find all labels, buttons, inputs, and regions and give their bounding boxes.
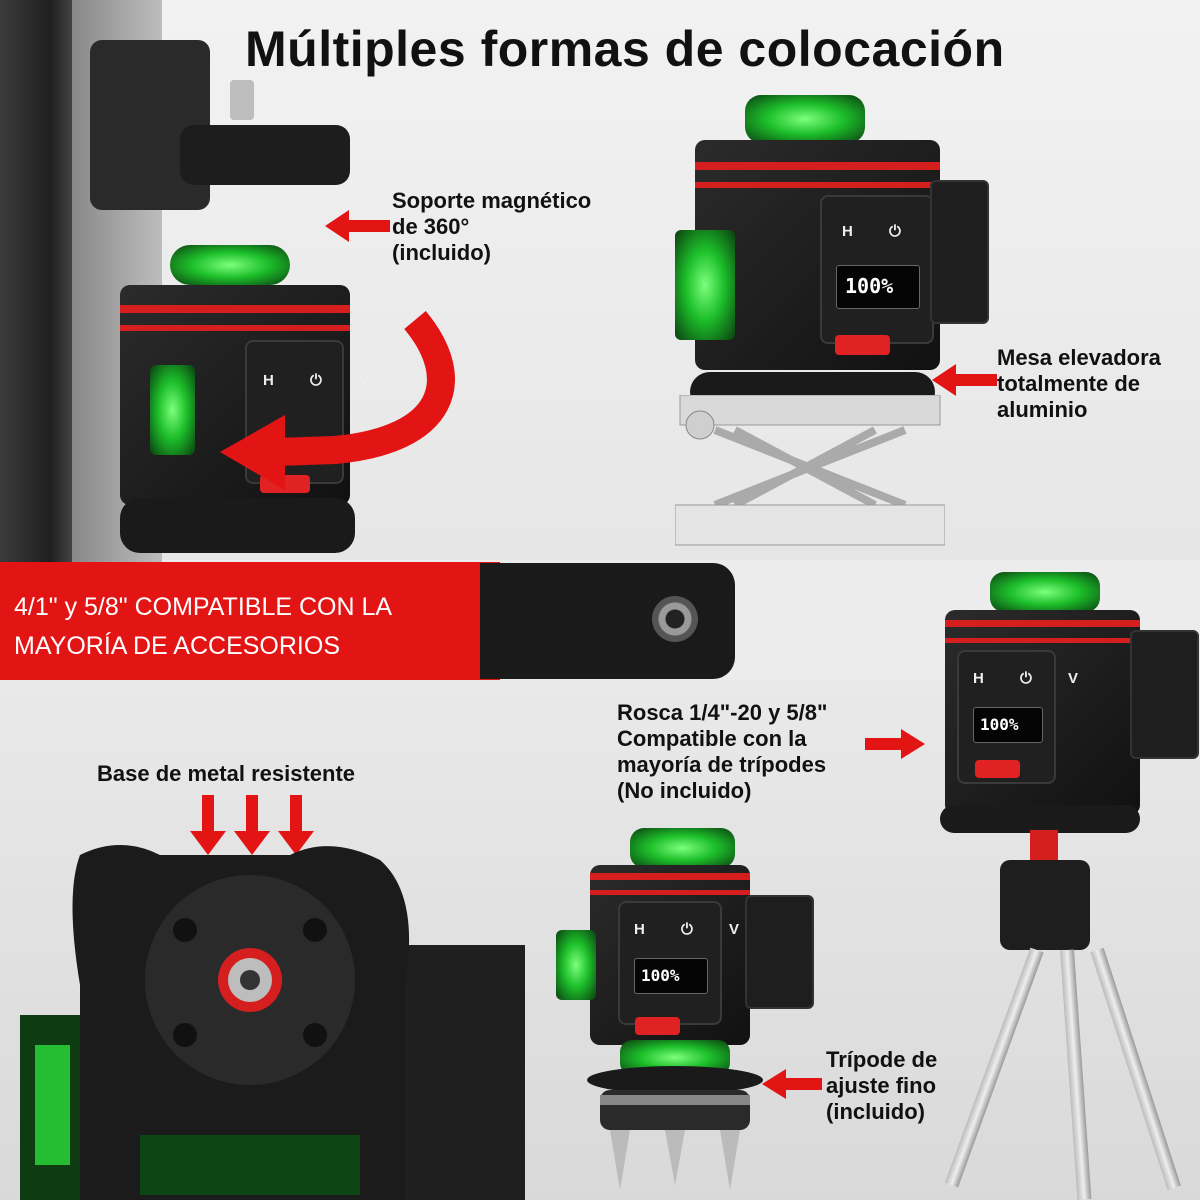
laser-level-center: H ⏻ V 100% — [590, 865, 750, 1045]
banner-text: 4/1" y 5/8" COMPATIBLE CON LA MAYORÍA DE… — [14, 593, 393, 660]
laser-level-tripod: H ⏻ V 100% — [945, 610, 1140, 815]
magnetic-bracket — [90, 40, 350, 220]
laser-window-top-lift — [745, 95, 865, 143]
base-plate-tripod — [940, 805, 1140, 833]
metal-base-closeup — [20, 845, 525, 1200]
page-title: Múltiples formas de colocación — [245, 21, 1005, 77]
callout-tripod: Trípode de ajuste fino (incluido) — [826, 1047, 938, 1124]
callout-base: Base de metal resistente — [97, 761, 356, 786]
metal-wall-post — [0, 0, 72, 562]
arrow-left-icon — [325, 210, 390, 242]
callout-magnetic: Soporte magnético de 360° (incluido) — [392, 188, 592, 265]
laser-window-top-wall — [170, 245, 290, 285]
arrow-right-icon — [865, 729, 925, 759]
thread-hole-icon — [652, 596, 698, 642]
laser-window-top-tripod — [990, 572, 1100, 612]
callout-thread: Rosca 1/4"-20 y 5/8" Compatible con la m… — [617, 700, 828, 803]
rotate-arrow-icon — [220, 311, 455, 490]
laser-window-side-center — [556, 930, 596, 1000]
arrow-left-icon — [762, 1069, 822, 1099]
panel-keys: H ⏻ V — [263, 372, 385, 389]
arrow-left-icon — [932, 364, 997, 396]
battery-pack-lift — [930, 180, 989, 324]
compatibility-banner — [0, 562, 500, 680]
callout-lift-table: Mesa elevadora totalmente de aluminio — [997, 345, 1161, 422]
down-arrows-icon — [190, 795, 314, 855]
laser-window-top-center — [630, 828, 735, 868]
fine-adjust-tripod-head — [587, 1066, 763, 1190]
base-plate-wall — [120, 498, 355, 553]
aluminium-lift-table — [675, 395, 945, 546]
battery-pack-tripod — [1130, 630, 1199, 759]
battery-pack-center — [745, 895, 814, 1009]
laser-level-lift: H ⏻ V 100% — [675, 140, 947, 370]
